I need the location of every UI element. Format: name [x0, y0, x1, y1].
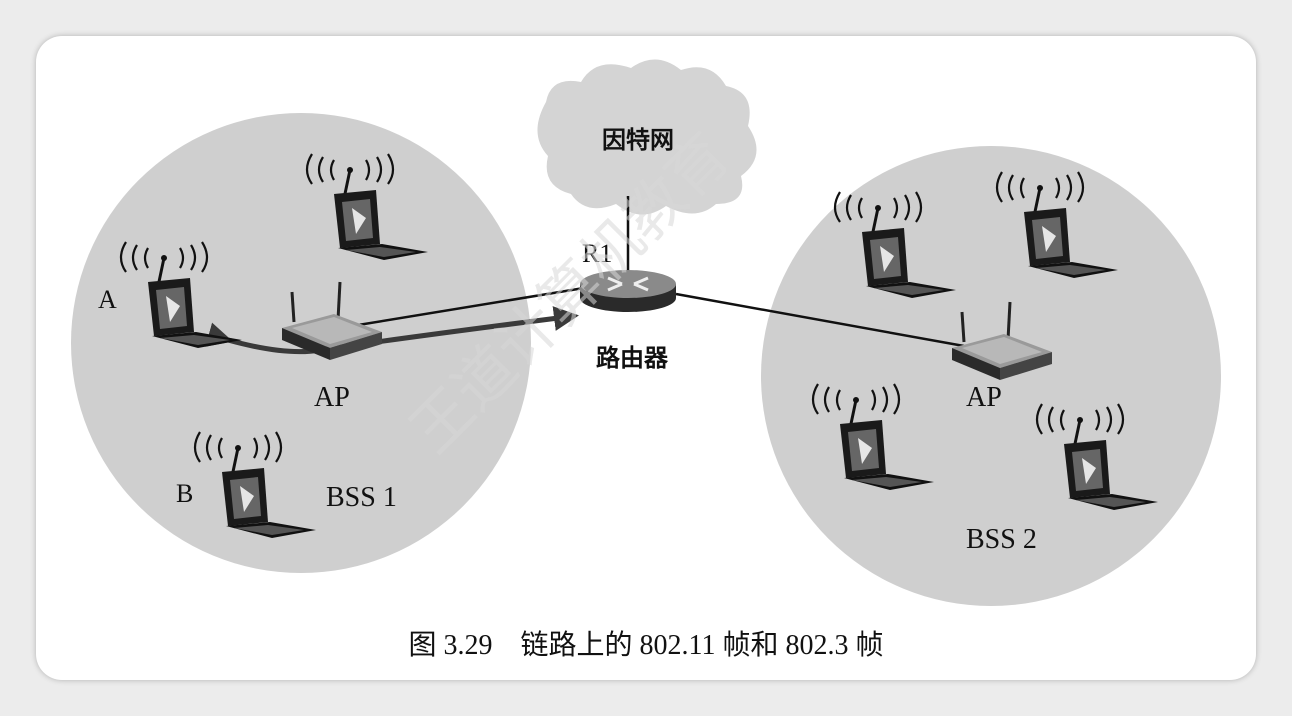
router-name: R1	[582, 239, 612, 268]
figure-caption: 图 3.29 链路上的 802.11 帧和 802.3 帧	[409, 629, 884, 661]
bss1-label: BSS 1	[326, 482, 397, 513]
figure-card: 因特网 R1 路由器 AP A B BSS 1 AP BSS 2 王道计算机教育…	[36, 36, 1256, 680]
host-a-label: A	[98, 285, 117, 314]
ap1-label: AP	[314, 382, 350, 413]
ap2-label: AP	[966, 382, 1002, 413]
internet-label: 因特网	[602, 126, 674, 154]
router-label: 路由器	[596, 344, 669, 372]
bss2-label: BSS 2	[966, 524, 1037, 555]
network-diagram: 因特网 R1 路由器 AP A B BSS 1 AP BSS 2 王道计算机教育…	[71, 59, 1221, 661]
host-b-label: B	[176, 479, 193, 508]
internet-cloud	[537, 59, 757, 215]
router-icon	[580, 270, 676, 312]
router-ap2-link	[675, 292, 965, 348]
